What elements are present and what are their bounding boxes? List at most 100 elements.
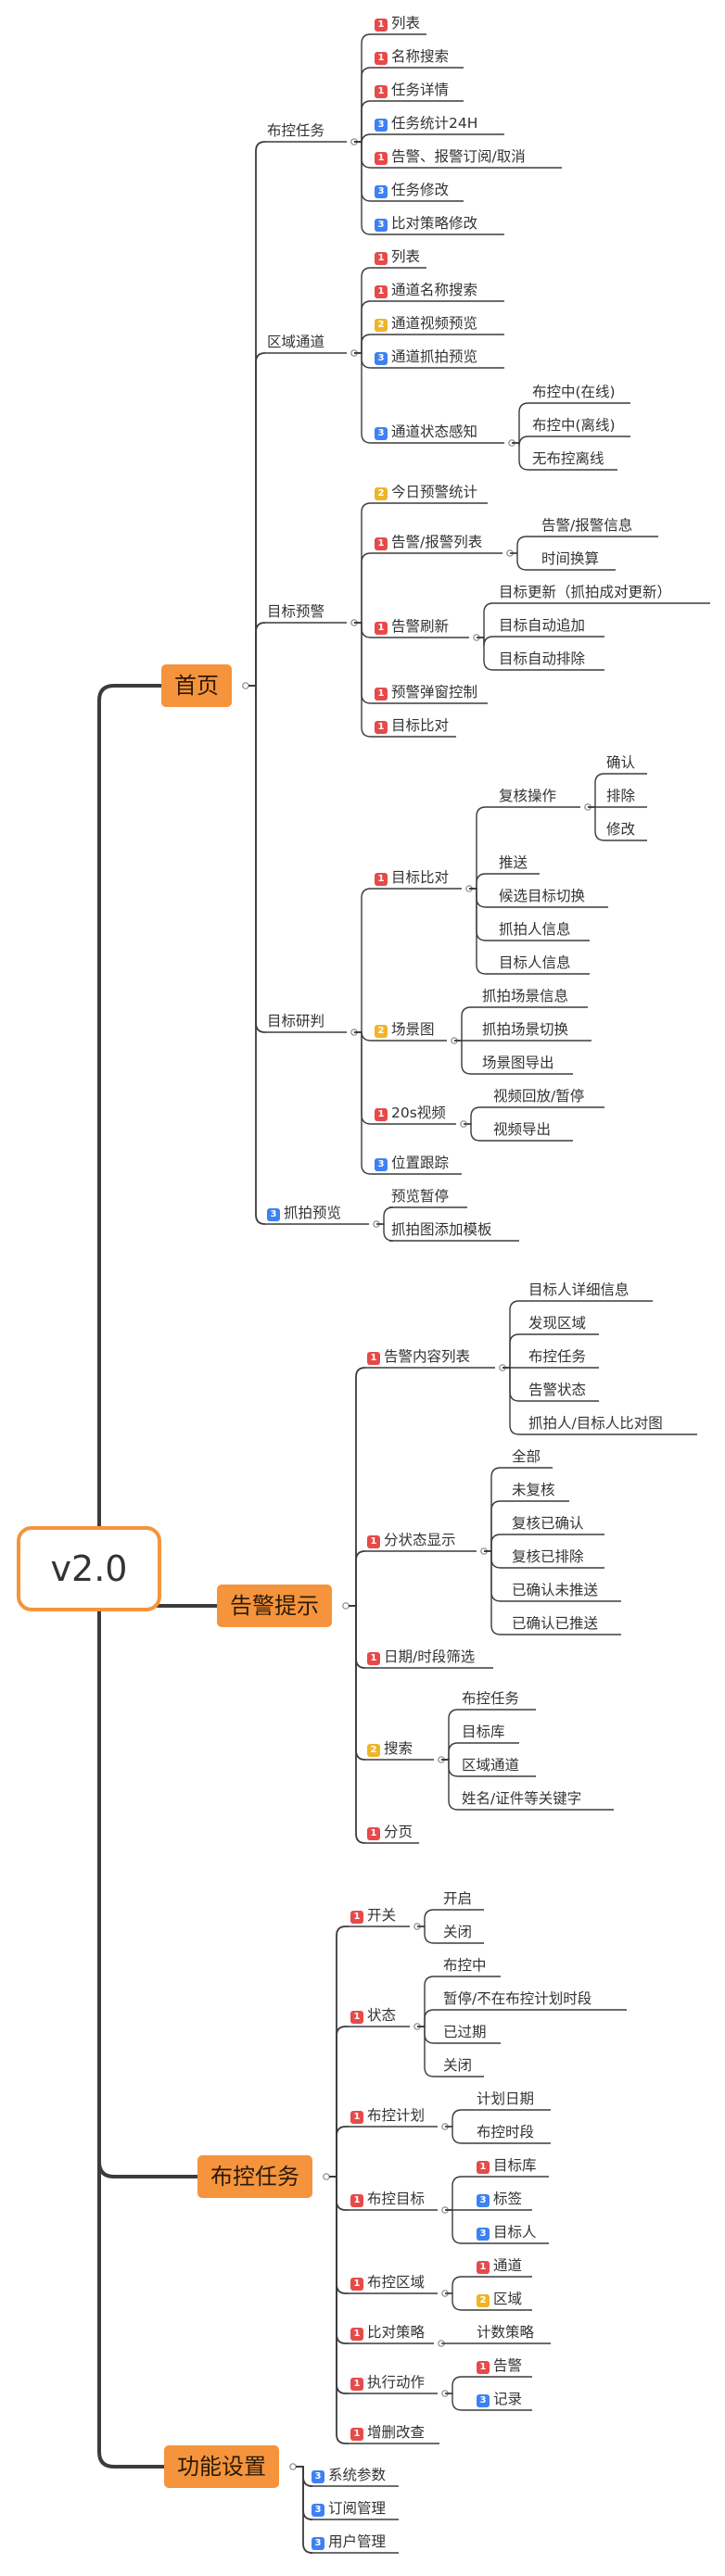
node-h_jd_1c[interactable]: 候选目标切换: [499, 887, 585, 905]
node-a_1b[interactable]: 发现区域: [528, 1314, 586, 1332]
node-t_3b[interactable]: 布控时段: [477, 2123, 534, 2141]
node-h_wn_2b[interactable]: 时间换算: [541, 549, 599, 568]
node-t_2b[interactable]: 暂停/不在布控计划时段: [443, 1989, 591, 2008]
node-t_1b[interactable]: 关闭: [443, 1923, 472, 1941]
node-a_2e[interactable]: 已确认未推送: [512, 1581, 598, 1599]
node-a_2b[interactable]: 未复核: [512, 1481, 555, 1499]
node-h_wn_3a[interactable]: 目标更新（抓拍成对更新）: [499, 583, 671, 601]
node-h_jd_1a2[interactable]: 排除: [606, 787, 635, 805]
node-h_area[interactable]: 区域通道: [267, 333, 324, 351]
main-topic-settings[interactable]: 功能设置: [164, 2445, 279, 2488]
node-h_jd_1e[interactable]: 目标人信息: [499, 953, 571, 972]
node-t_2a[interactable]: 布控中: [443, 1956, 487, 1975]
node-a_2f[interactable]: 已确认已推送: [512, 1614, 598, 1633]
node-h_sn_1[interactable]: 预览暂停: [391, 1187, 449, 1206]
node-t_3a[interactable]: 计划日期: [477, 2090, 534, 2108]
collapse-toggle-task[interactable]: [323, 2173, 330, 2180]
node-h_jd_1a[interactable]: 复核操作: [499, 787, 556, 805]
node-h_jd_2a[interactable]: 抓拍场景信息: [482, 987, 568, 1005]
node-a_2a[interactable]: 全部: [512, 1447, 541, 1466]
node-h_jd_1a1[interactable]: 确认: [606, 753, 635, 772]
node-a_1c[interactable]: 布控任务: [528, 1347, 586, 1366]
collapse-toggle-alert[interactable]: [342, 1602, 350, 1610]
node-a_2d[interactable]: 复核已排除: [512, 1547, 584, 1566]
node-h_jd_1b[interactable]: 推送: [499, 853, 528, 872]
node-h_wn_3b[interactable]: 目标自动追加: [499, 616, 585, 635]
node-a_4c[interactable]: 区域通道: [462, 1756, 519, 1774]
node-t_2c[interactable]: 已过期: [443, 2023, 487, 2041]
node-a_4a[interactable]: 布控任务: [462, 1689, 519, 1708]
main-topic-alert[interactable]: 告警提示: [217, 1585, 332, 1627]
node-h_jd_3b[interactable]: 视频导出: [493, 1120, 551, 1139]
node-a_2c[interactable]: 复核已确认: [512, 1514, 584, 1533]
node-h_bukong[interactable]: 布控任务: [267, 121, 324, 140]
node-a_4b[interactable]: 目标库: [462, 1723, 505, 1741]
node-h_sn_2[interactable]: 抓拍图添加模板: [391, 1220, 492, 1239]
node-h_ar_5b[interactable]: 布控中(离线): [532, 416, 616, 435]
main-topic-home[interactable]: 首页: [161, 664, 232, 707]
collapse-toggle-home[interactable]: [242, 682, 249, 689]
node-h_jd_1d[interactable]: 抓拍人信息: [499, 920, 571, 939]
node-h_jd_2c[interactable]: 场景图导出: [482, 1054, 554, 1072]
node-h_ar_5a[interactable]: 布控中(在线): [532, 383, 616, 401]
node-a_1a[interactable]: 目标人详细信息: [528, 1281, 630, 1299]
node-t_6a[interactable]: 计数策略: [477, 2323, 534, 2342]
node-h_judge[interactable]: 目标研判: [267, 1012, 324, 1030]
node-h_jd_2b[interactable]: 抓拍场景切换: [482, 1020, 568, 1039]
collapse-toggle-settings[interactable]: [289, 2463, 297, 2470]
node-h_wn_3c[interactable]: 目标自动排除: [499, 650, 585, 668]
node-t_2d[interactable]: 关闭: [443, 2056, 472, 2075]
node-h_wn_2a[interactable]: 告警/报警信息: [541, 516, 632, 535]
node-a_1e[interactable]: 抓拍人/目标人比对图: [528, 1414, 663, 1433]
node-h_ar_5c[interactable]: 无布控离线: [532, 449, 604, 468]
node-t_1a[interactable]: 开启: [443, 1889, 472, 1908]
root-node[interactable]: v2.0: [17, 1526, 161, 1611]
node-h_warn[interactable]: 目标预警: [267, 602, 324, 621]
main-topic-task[interactable]: 布控任务: [197, 2155, 312, 2198]
node-a_1d[interactable]: 告警状态: [528, 1381, 586, 1399]
